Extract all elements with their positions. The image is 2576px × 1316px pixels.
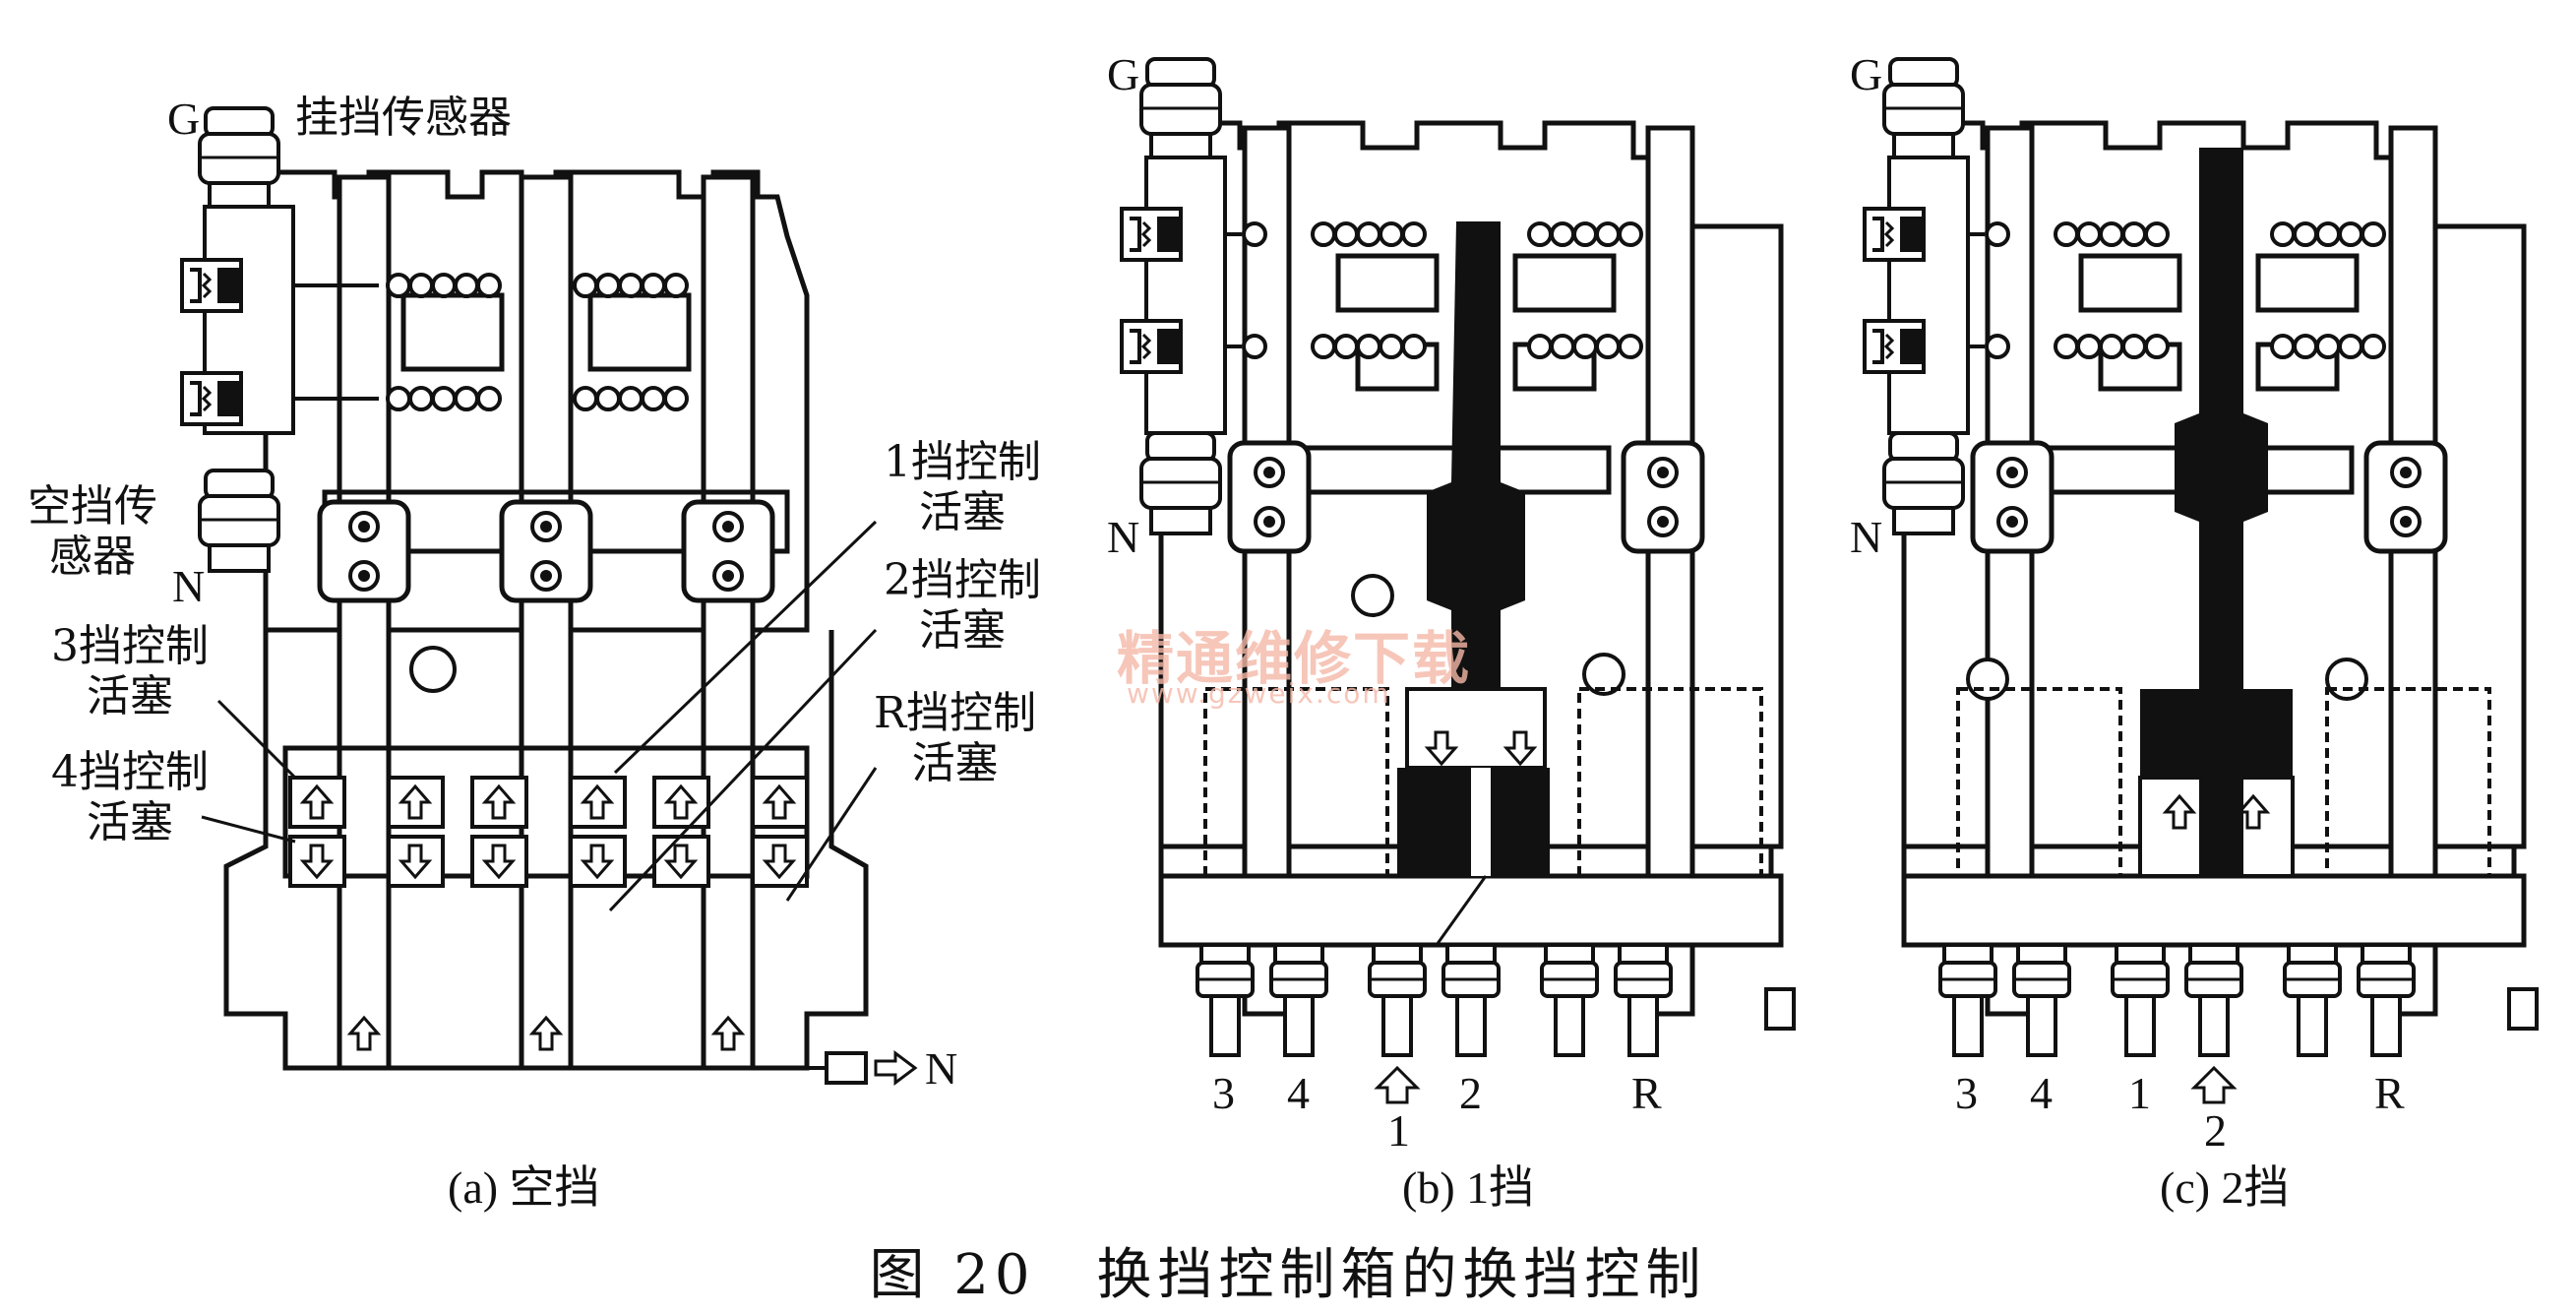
panel-b-n-label: N [1107,512,1140,562]
ball-row-upper [295,273,689,298]
watermark-url: www.gzweix.com [1127,677,1391,710]
shift-sensor-label: 挂挡传感器 [295,93,512,143]
ball-row-upper-c [1924,221,2386,247]
panel-b-port-3: 3 [1212,1068,1235,1118]
panel-a-n-arrow-label: N [925,1043,958,1094]
panel-c-caption: (c) 2挡 [2160,1162,2290,1213]
panel-b-input-port: 1 [1387,1105,1410,1156]
panel-c-gear2 [1863,57,2539,1104]
gear1-piston-label: 1挡控制 活塞 [884,437,1041,537]
ball-row-lower-c [1924,334,2386,359]
watermark: 精通维修下载 [1117,625,1472,692]
ball-row-lower [295,386,689,411]
panel-a-g-label: G [167,94,201,144]
figure-caption: 图 20 换挡控制箱的换挡控制 [869,1243,1707,1307]
piston-cells-a [288,776,809,1051]
gearR-piston-label: R挡控制 活塞 [874,688,1037,788]
panel-c-port-R: R [2374,1068,2405,1118]
panel-b-port-4: 4 [1287,1068,1310,1118]
panel-c-port-1: 1 [2128,1068,2151,1118]
gear3-piston-label: 3挡控制 活塞 [51,621,209,721]
neutral-sensor-label: 空挡传 感器 [28,481,157,582]
ball-row-lower-b [1181,334,1643,359]
panel-c-g-label: G [1850,49,1883,99]
panel-c-n-label: N [1850,512,1883,562]
panel-b-caption: (b) 1挡 [1402,1162,1535,1213]
panel-a-neutral [180,106,918,1086]
panel-c-port-4: 4 [2030,1068,2053,1118]
panel-b-port-R: R [1631,1068,1662,1118]
ball-row-upper-b [1181,221,1643,247]
gear4-piston-label: 4挡控制 活塞 [51,747,209,847]
gear2-piston-label: 2挡控制 活塞 [884,555,1041,656]
panel-a-caption: (a) 空挡 [448,1162,600,1213]
panel-b-gear1 [1120,57,1796,1104]
panel-c-port-3: 3 [1955,1068,1978,1118]
panel-b-port-2: 2 [1459,1068,1482,1118]
panel-b-g-label: G [1107,49,1140,99]
panel-c-input-port: 2 [2204,1105,2227,1156]
panel-a-n-label: N [172,561,206,611]
